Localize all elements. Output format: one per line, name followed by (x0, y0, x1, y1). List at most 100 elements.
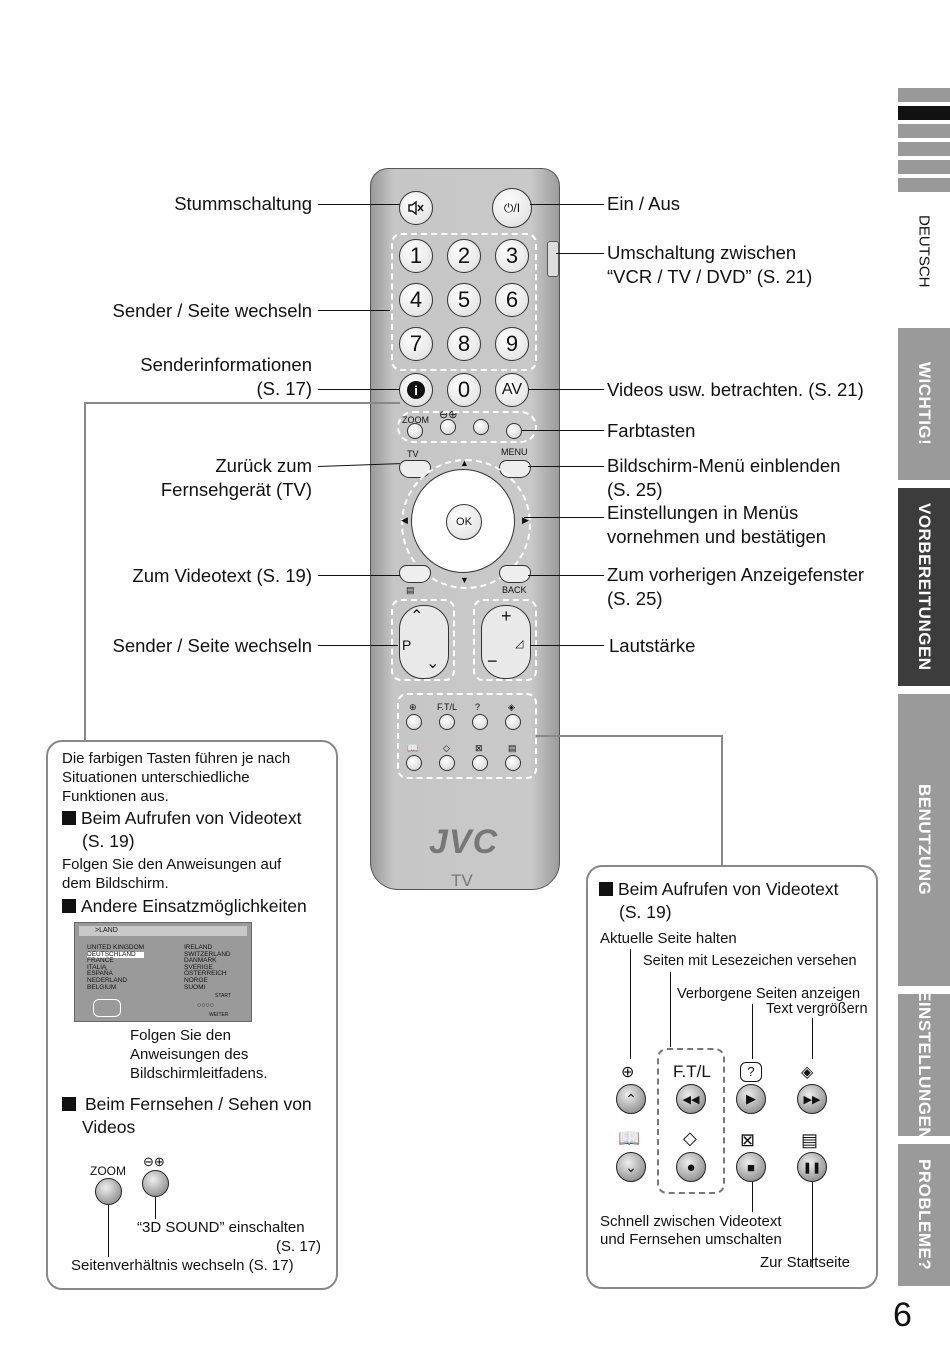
label-einstellungen-1: Einstellungen in Menüs (607, 502, 799, 523)
right-down-button[interactable]: ⌄ (616, 1152, 646, 1182)
info-button[interactable]: i (399, 373, 433, 407)
index-icon: 📖 (407, 743, 419, 753)
label-lautstaerke: Lautstärke (609, 635, 696, 656)
line-zoom-down (108, 1205, 109, 1257)
right-label-schnell-1: Schnell zwischen Videotext (600, 1213, 782, 1230)
right-record-button[interactable]: ● (676, 1152, 706, 1182)
left-zoom-button[interactable] (95, 1178, 122, 1205)
color-button-green[interactable] (440, 419, 456, 435)
nav-ring-dash (401, 459, 531, 589)
screen-country-item: DEUTSCHLAND (87, 951, 145, 959)
volume-rocker[interactable] (481, 605, 531, 679)
tab-probleme[interactable]: PROBLEME? (898, 1144, 950, 1286)
tab-einstellungen[interactable]: EINSTELLUNGEN (898, 990, 950, 1140)
left-3d-sound-button[interactable] (142, 1170, 169, 1197)
play-button[interactable] (472, 714, 488, 730)
nav-down-icon: ▼ (460, 575, 469, 585)
tv-label: TV (407, 449, 419, 459)
right-rewind-button[interactable]: ◀◀ (676, 1084, 706, 1114)
digit-1-button[interactable]: 1 (399, 239, 433, 273)
record-button[interactable] (439, 755, 455, 771)
digit-8-button[interactable]: 8 (447, 327, 481, 361)
line-menue (528, 466, 604, 467)
rewind-button[interactable] (439, 714, 455, 730)
screen-country-item: FRANCE (87, 957, 114, 965)
reveal-page-icon: ? (740, 1062, 762, 1082)
label-zurueck-2: Fernsehgerät (TV) (160, 479, 312, 500)
screen-nav-icon (93, 999, 121, 1017)
digit-4-button[interactable]: 4 (399, 283, 433, 317)
line-lautstaerke (530, 645, 604, 646)
left-heading-andere: Andere Einsatzmöglichkeiten (62, 895, 307, 918)
right-ff-button[interactable]: ▶▶ (797, 1084, 827, 1114)
nav-left-icon: ◀ (401, 515, 408, 525)
index-book-icon: 📖 (618, 1128, 641, 1148)
menu-label: MENU (501, 447, 528, 457)
screen-country-item: IRELAND (184, 944, 213, 951)
connector-zoom-h (84, 402, 400, 404)
up-small-button[interactable] (406, 714, 422, 730)
right-label-schnell-2: und Fernsehen umschalten (600, 1231, 782, 1248)
label-einstellungen-2: vornehmen und bestätigen (607, 526, 827, 547)
label-sender-seite-1: Sender / Seite wechseln (112, 300, 312, 321)
digit-7-button[interactable]: 7 (399, 327, 433, 361)
right-heading-videotext: Beim Aufrufen von Videotext (599, 878, 839, 901)
av-button[interactable]: AV (495, 373, 529, 407)
digit-0-button[interactable]: 0 (447, 373, 481, 407)
pause-button[interactable] (505, 755, 521, 771)
digit-2-button[interactable]: 2 (447, 239, 481, 273)
left-text-1a: Folgen Sie den Anweisungen auf (62, 856, 282, 873)
power-button[interactable]: ⏻/I (492, 188, 532, 228)
left-heading-fernsehen: Beim Fernsehen / Sehen von (62, 1093, 312, 1116)
digit-9-button[interactable]: 9 (495, 327, 529, 361)
vcr-tv-dvd-switch[interactable] (547, 241, 559, 277)
label-vorheriges-2: (S. 25) (607, 588, 663, 609)
right-play-button[interactable]: ▶ (736, 1084, 766, 1114)
screen-country-item: UNITED KINGDOM (87, 944, 145, 951)
right-ftl-label: F.T/L (673, 1062, 711, 1081)
left-intro-3: Funktionen aus. (62, 788, 169, 805)
color-button-red[interactable] (407, 423, 423, 439)
digit-5-button[interactable]: 5 (447, 283, 481, 317)
screen-country-item: SVERIGE (184, 963, 213, 971)
digit-6-button[interactable]: 6 (495, 283, 529, 317)
left-text-2c: Bildschirmleitfadens. (130, 1065, 268, 1082)
left-heading-videotext: Beim Aufrufen von Videotext (62, 807, 302, 830)
volume-group (473, 599, 537, 681)
color-button-blue[interactable] (506, 423, 522, 439)
left-heading-videotext-ref: (S. 19) (82, 831, 135, 851)
down-small-button[interactable] (406, 755, 422, 771)
zoom-label: ZOOM (402, 415, 429, 425)
line-ein-aus (530, 204, 604, 205)
right-stop-button[interactable]: ■ (736, 1152, 766, 1182)
right-up-button[interactable]: ⌃ (616, 1084, 646, 1114)
fastforward-button[interactable] (505, 714, 521, 730)
mute-button[interactable] (399, 191, 433, 225)
right-pause-button[interactable]: ❚❚ (797, 1152, 827, 1182)
line-senderinfo (318, 389, 400, 390)
teletext-icon: ▤ (406, 585, 415, 595)
right-label-lesezeichen: Seiten mit Lesezeichen versehen (643, 953, 857, 969)
label-umschaltung-1: Umschaltung zwischen (607, 242, 797, 263)
screen-header: >LAND (79, 926, 247, 936)
tab-wichtig[interactable]: WICHTIG! (898, 328, 950, 480)
line-startseite (812, 1182, 813, 1268)
screen-country-item: ITALIA (87, 963, 107, 971)
tab-benutzung[interactable]: BENUTZUNG (898, 694, 950, 986)
line-videos (528, 389, 604, 390)
label-zurueck-1: Zurück zum (215, 455, 312, 476)
screen-country-item: SUOMI (184, 983, 206, 991)
stop-button[interactable] (472, 755, 488, 771)
color-button-yellow[interactable] (473, 419, 489, 435)
channel-rocker[interactable] (399, 605, 449, 679)
nav-up-icon: ▲ (460, 458, 469, 468)
label-videotext: Zum Videotext (S. 19) (132, 565, 312, 586)
tab-vorbereitungen[interactable]: VORBEREITUNGEN (898, 488, 950, 686)
back-button[interactable] (499, 565, 531, 583)
digit-3-button[interactable]: 3 (495, 239, 529, 273)
teletext-button[interactable] (399, 565, 431, 583)
ok-button[interactable]: OK (446, 504, 482, 540)
screen-country-item: NORGE (184, 976, 208, 984)
